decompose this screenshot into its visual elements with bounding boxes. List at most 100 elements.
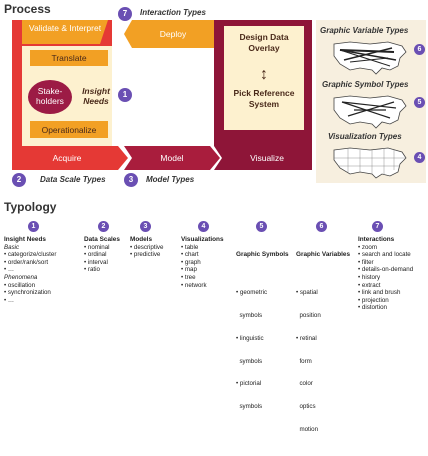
badge-6: 6	[414, 44, 425, 55]
stakeholders-circle	[28, 80, 72, 114]
typology-column-graphic-symbols: Graphic Symbols • geometric symbols • li…	[236, 236, 292, 433]
translate-label: Translate	[51, 53, 87, 63]
process-diagram	[12, 20, 312, 170]
list-item: • projection	[358, 296, 389, 304]
column-title: Models	[130, 236, 153, 243]
list-item: • interval	[84, 258, 108, 266]
acquire-label: Acquire	[52, 153, 82, 163]
list-item: symbols	[236, 403, 263, 411]
list-item: • map	[181, 266, 197, 274]
validate-label: Validate & Interpret	[28, 23, 102, 33]
list-item: • linguistic	[236, 334, 264, 342]
list-item: Basic	[4, 243, 20, 251]
list-item: • distortion	[358, 304, 387, 312]
list-item: • history	[358, 273, 381, 281]
insight-needs-label: Insight Needs	[82, 86, 110, 106]
column-title: Graphic Symbols	[236, 251, 289, 259]
typology-badge-1: 1	[28, 221, 39, 232]
deploy-shape	[124, 20, 214, 48]
column-title: Interactions	[358, 236, 395, 243]
column-title: Data Scales	[84, 236, 120, 243]
process-title: Process	[4, 2, 51, 16]
visualization-types-label: Visualization Types	[328, 132, 402, 141]
list-item: • geometric	[236, 289, 268, 297]
list-item: symbols	[236, 357, 263, 365]
typology-badge-5: 5	[256, 221, 267, 232]
list-item: • spatial	[296, 289, 318, 297]
badge-4: 4	[414, 152, 425, 163]
us-map-variables-icon	[333, 41, 407, 75]
list-item: • nominal	[84, 243, 110, 251]
model-types-label: Model Types	[146, 175, 195, 184]
list-item: • order/rank/sort	[4, 258, 49, 266]
list-item: • extract	[358, 281, 381, 289]
typology-column-insight-needs: Insight Needs Basic • categorize/cluster…	[4, 236, 84, 304]
list-item: color	[296, 380, 313, 388]
validate-shape	[22, 20, 108, 44]
acquire-shape	[12, 146, 128, 170]
design-box	[224, 26, 304, 130]
typology-badge-6: 6	[316, 221, 327, 232]
translate-bar	[30, 50, 108, 66]
badge-5: 5	[414, 97, 425, 108]
typology-badge-3: 3	[140, 221, 151, 232]
list-item: • details-on-demand	[358, 266, 414, 274]
list-item: position	[296, 311, 321, 319]
model-shape	[124, 146, 220, 170]
list-item: form	[296, 357, 312, 365]
list-item: • categorize/cluster	[4, 251, 57, 259]
list-item: • descriptive	[130, 243, 164, 251]
typology-column-data-scales: Data Scales • nominal • ordinal • interv…	[84, 236, 130, 274]
list-item: • network	[181, 281, 207, 289]
list-item: • …	[4, 266, 15, 274]
typology-column-graphic-variables: Graphic Variables • spatial position • r…	[296, 236, 354, 456]
us-map-symbols-icon	[333, 95, 407, 129]
list-item: motion	[296, 425, 319, 433]
graphic-symbol-types-label: Graphic Symbol Types	[322, 80, 409, 89]
double-arrow-icon: ↕	[260, 66, 268, 83]
list-item: Phenomena	[4, 273, 38, 281]
column-title: Insight Needs	[4, 236, 46, 243]
badge-3: 3	[124, 173, 138, 187]
data-scale-types-label: Data Scale Types	[40, 175, 106, 184]
typology-column-interactions: Interactions • zoom • search and locate …	[358, 236, 426, 312]
badge-7: 7	[118, 7, 132, 21]
typology-title: Typology	[4, 200, 57, 214]
column-title: Visualizations	[181, 236, 224, 243]
model-label: Model	[160, 153, 184, 163]
typology-column-models: Models • descriptive • predictive	[130, 236, 180, 259]
operationalize-label: Operationalize	[41, 125, 97, 135]
list-item: • graph	[181, 258, 201, 266]
interaction-types-label: Interaction Types	[140, 8, 206, 17]
pick-label: Pick Reference System	[233, 88, 295, 109]
list-item: optics	[296, 403, 316, 411]
list-item: • ordinal	[84, 251, 107, 259]
list-item: • predictive	[130, 251, 161, 259]
visualize-label: Visualize	[250, 153, 284, 163]
us-map-visualization-icon	[333, 147, 407, 179]
design-label: Design Data Overlay	[239, 32, 289, 53]
list-item: • chart	[181, 251, 199, 259]
list-item: • tree	[181, 273, 196, 281]
typology-column-visualizations: Visualizations • table • chart • graph •…	[181, 236, 233, 289]
graphic-variable-types-label: Graphic Variable Types	[320, 26, 409, 35]
stakeholders-label: Stake-holders	[36, 86, 64, 106]
badge-1: 1	[118, 88, 132, 102]
list-item: • filter	[358, 258, 374, 266]
list-item: • zoom	[358, 243, 378, 251]
deploy-label: Deploy	[159, 29, 187, 39]
list-item: • search and locate	[358, 251, 411, 259]
typology-badge-7: 7	[372, 221, 383, 232]
list-item: symbols	[236, 311, 263, 319]
list-item: • link and brush	[358, 289, 401, 297]
column-title: Graphic Variables	[296, 251, 350, 259]
list-item: • table	[181, 243, 199, 251]
list-item: • ratio	[84, 266, 100, 274]
list-item: • pictorial	[236, 380, 262, 388]
typology-badge-4: 4	[198, 221, 209, 232]
list-item: • synchronization	[4, 289, 51, 297]
typology-badge-2: 2	[98, 221, 109, 232]
badge-2: 2	[12, 173, 26, 187]
list-item: • …	[4, 296, 15, 304]
list-item: • oscillation	[4, 281, 36, 289]
